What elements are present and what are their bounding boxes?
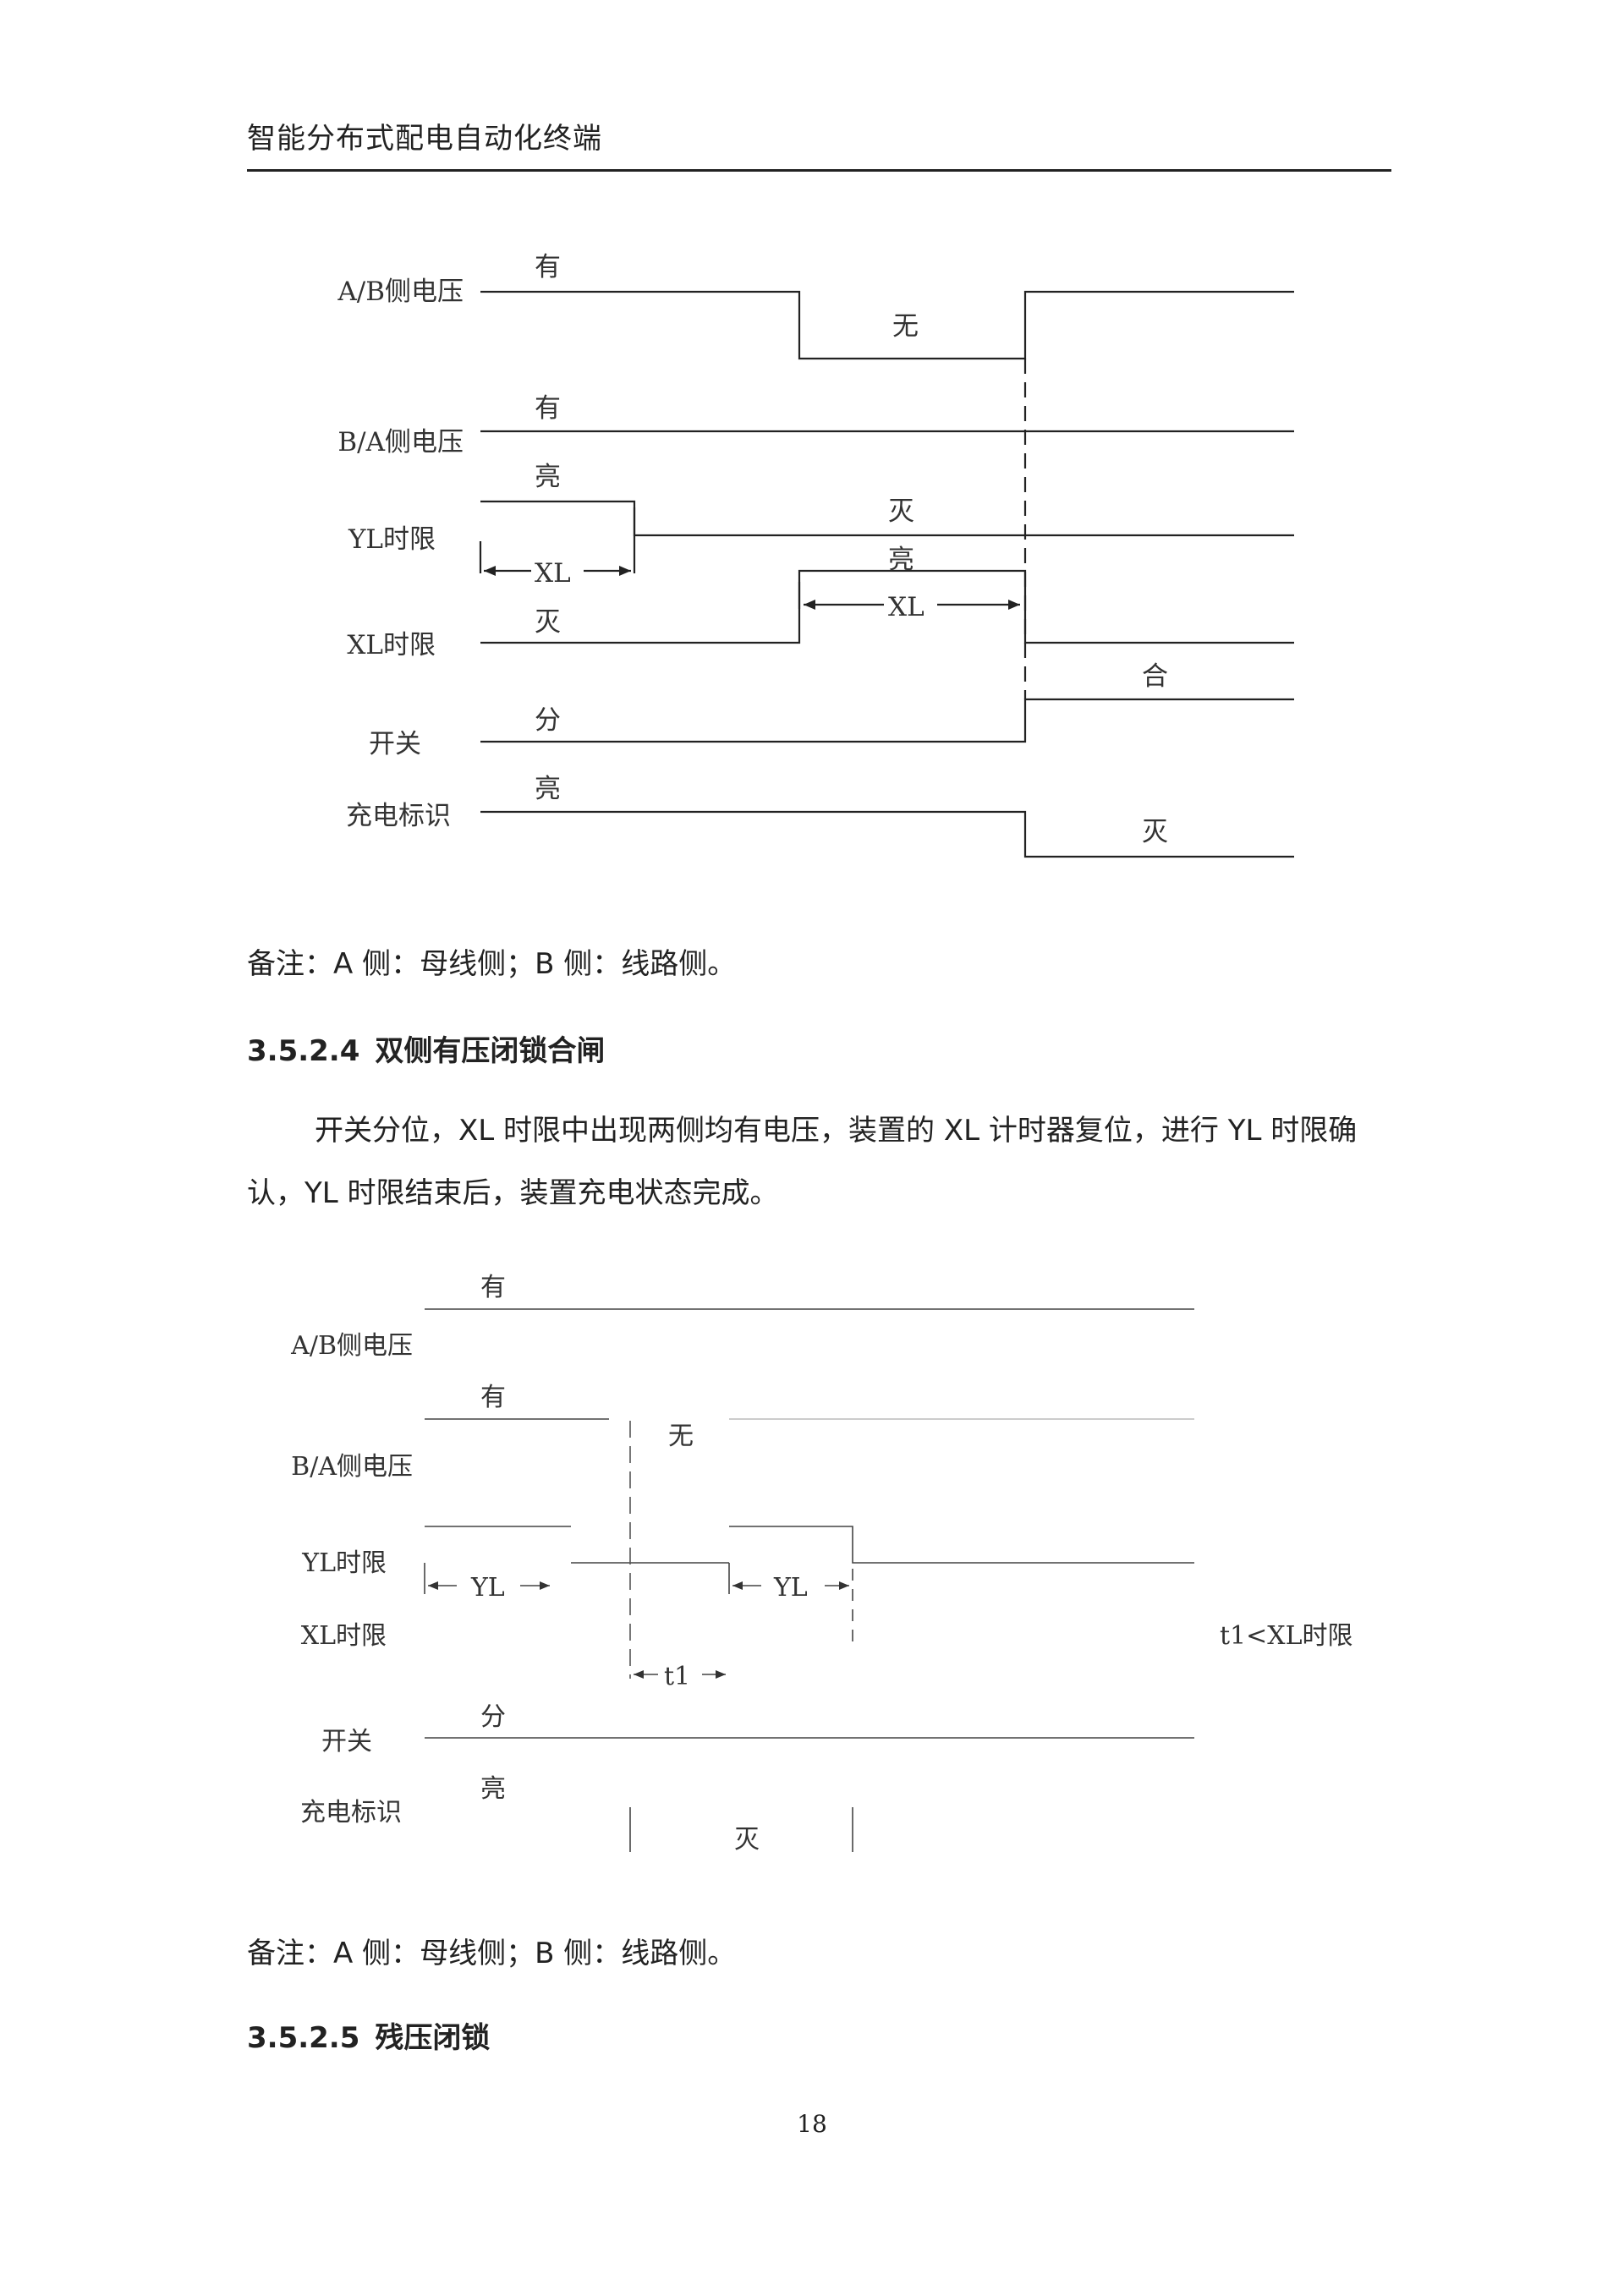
row-label-yl-limit: YL时限 [348,524,436,555]
switch-wave [480,698,1294,743]
d2-label-yl-2: YL [773,1573,808,1603]
d2-label-ch-out: 灭 [734,1825,760,1855]
d2-label-ba-off: 无 [668,1422,694,1451]
label-sw-open: 分 [535,705,561,736]
diagram1-arrows [484,566,1020,610]
header-title: 智能分布式配电自动化终端 [247,122,602,156]
section-title-1: 双侧有压闭锁合闸 [375,1034,606,1068]
page-number: 18 [797,2110,827,2138]
row-label-charge: 充电标识 [346,801,451,831]
section-heading-1: 3.5.2.4 双侧有压闭锁合闸 [247,1027,605,1069]
xl-limit-wave [480,569,1294,644]
d2-row-label-yl-limit: YL时限 [301,1548,387,1578]
row-label-ab-voltage: A/B侧电压 [337,277,464,307]
ab-voltage-wave [480,290,1294,360]
charge-wave [480,810,1294,858]
d2-label-ab-on: 有 [480,1273,506,1302]
d2-label-sw-open: 分 [480,1702,506,1732]
label-sw-close: 合 [1142,661,1168,692]
d2-yl-wave-b [729,1526,1194,1564]
diagram2-arrows [428,1581,849,1679]
label-yl-xl: XL [535,558,571,589]
section-number-2: 3.5.2.5 [247,2021,360,2055]
d2-label-ba-on: 有 [480,1383,506,1412]
row-label-ba-voltage: B/A侧电压 [337,427,464,458]
label-yl-out: 灭 [888,496,914,527]
note-1: 备注：A 侧：母线侧；B 侧：线路侧。 [247,947,737,981]
d2-row-label-xl-limit: XL时限 [301,1621,387,1651]
yl-limit-wave [480,500,1294,537]
timing-diagram-2: A/B侧电压 B/A侧电压 YL时限 XL时限 开关 充电标识 有 有 无 YL… [290,1273,1353,1855]
d2-row-label-ab-voltage: A/B侧电压 [290,1331,413,1361]
label-ch-lit: 亮 [535,774,561,804]
d2-row-label-charge: 充电标识 [300,1798,402,1827]
row-label-switch: 开关 [369,729,421,759]
d2-row-label-ba-voltage: B/A侧电压 [291,1452,413,1482]
paragraph-1: 开关分位，XL 时限中出现两侧均有电压，装置的 XL 计时器复位，进行 YL 时… [247,1114,1358,1210]
label-yl-lit: 亮 [535,462,561,492]
section-number-1: 3.5.2.4 [247,1034,360,1068]
d2-row-label-switch: 开关 [321,1727,372,1756]
label-xl-xl: XL [888,592,924,622]
label-ba-on: 有 [535,393,561,424]
d2-label-t1: t1 [664,1662,690,1691]
label-xl-lit: 亮 [888,545,914,575]
label-ab-on: 有 [535,252,561,282]
section-heading-2: 3.5.2.5 残压闭锁 [247,2014,490,2056]
label-ab-off: 无 [892,311,919,342]
d2-label-yl-1: YL [470,1573,505,1603]
diagram2-waveforms [424,1308,1194,1852]
label-xl-out: 灭 [535,607,561,638]
d2-label-t1-note: t1<XL时限 [1220,1621,1353,1651]
diagram1-waveforms [479,290,1294,858]
row-label-xl-limit: XL时限 [347,630,436,660]
d2-label-ch-lit: 亮 [480,1774,506,1804]
label-ch-out: 灭 [1142,817,1168,847]
header-rule [247,169,1391,172]
section-title-2: 残压闭锁 [375,2021,491,2055]
note-2: 备注：A 侧：母线侧；B 侧：线路侧。 [247,1937,737,1970]
timing-diagram-1: A/B侧电压 B/A侧电压 YL时限 XL时限 开关 充电标识 有 无 有 亮 … [337,252,1294,858]
